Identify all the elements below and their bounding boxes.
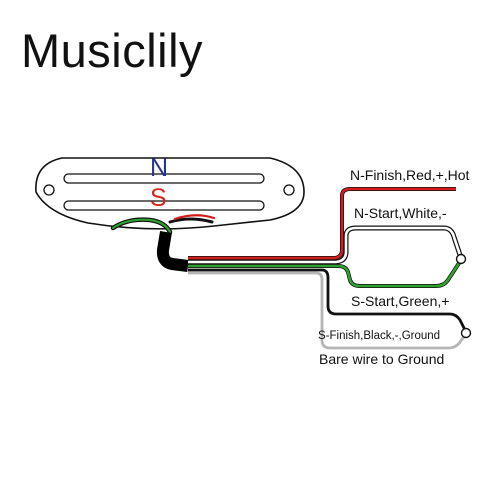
mount-hole-left — [43, 184, 55, 196]
solder-joint-ground — [460, 327, 472, 339]
wire-white — [188, 225, 464, 265]
pickup-leads — [110, 214, 216, 235]
wire-bare — [188, 271, 468, 350]
north-pole-label: N — [150, 154, 169, 182]
label-white-wire: N-Start,White,- — [354, 205, 447, 221]
label-bare-wire: Bare wire to Ground — [319, 351, 445, 367]
solder-joint-white-green — [455, 253, 467, 265]
cable-jacket — [156, 231, 189, 272]
label-green-wire: S-Start,Green,+ — [351, 293, 450, 309]
wire-green — [188, 258, 463, 288]
wire-red — [188, 187, 456, 260]
mount-hole-right — [283, 184, 295, 196]
pickup-cover — [35, 157, 305, 230]
blade-slot-top — [63, 173, 265, 184]
blade-slot-bottom — [63, 200, 265, 211]
label-black-wire: S-Finish,Black,-,Ground — [318, 330, 441, 342]
wire-black — [188, 268, 468, 333]
south-pole-label: S — [150, 184, 167, 212]
label-red-wire: N-Finish,Red,+,Hot — [350, 167, 470, 183]
brand-title: Musiclily — [21, 24, 204, 77]
